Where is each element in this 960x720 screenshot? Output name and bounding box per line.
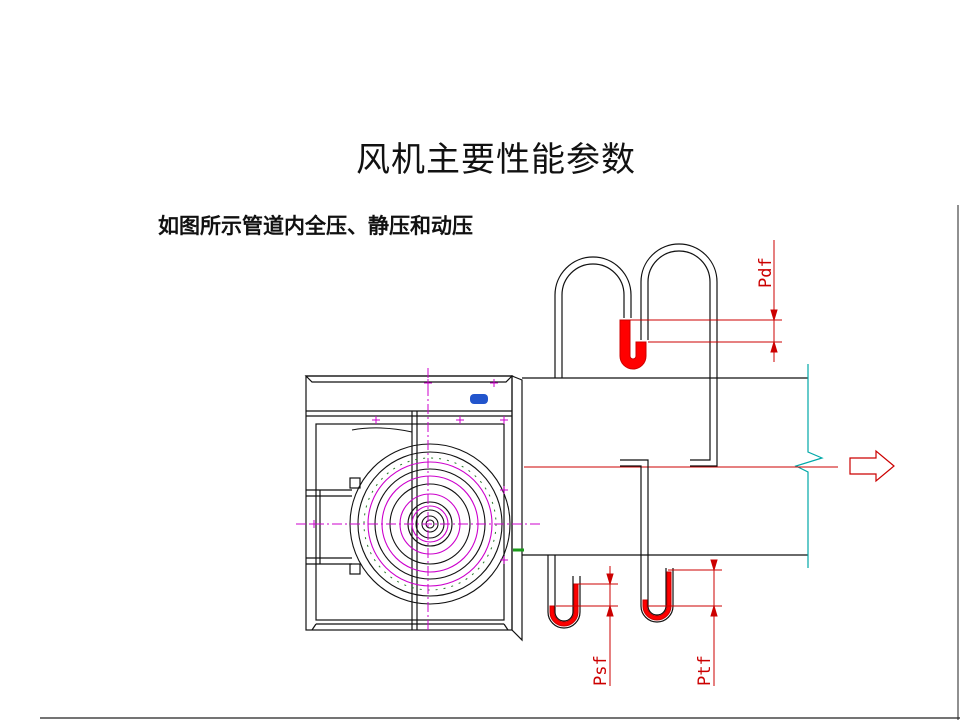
static-pressure-fluid [549, 583, 579, 627]
ptf-dimension [648, 559, 722, 686]
static-pressure-manometer [547, 555, 581, 629]
brand-logo-icon [470, 394, 488, 404]
ptf-label: Ptf [695, 655, 715, 686]
fan-outer-bevel [304, 375, 514, 383]
duct-break-line [794, 364, 824, 568]
pdf-label: Pdf [756, 257, 776, 288]
total-pressure-fluid [642, 571, 672, 621]
centerlines [296, 368, 540, 630]
total-pressure-manometer [640, 568, 674, 623]
crosshair-marks [310, 379, 508, 564]
dynamic-pressure-fluid [619, 319, 647, 370]
flow-direction-arrow-icon [849, 449, 895, 483]
pdf-dimension [624, 240, 782, 362]
slide-subtitle: 如图所示管道内全压、静压和动压 [158, 213, 473, 238]
slide-title: 风机主要性能参数 [356, 140, 636, 180]
psf-dimension [556, 566, 618, 686]
dynamic-pressure-manometer [554, 243, 718, 600]
psf-label: Psf [591, 655, 611, 686]
outlet-duct [522, 377, 808, 556]
